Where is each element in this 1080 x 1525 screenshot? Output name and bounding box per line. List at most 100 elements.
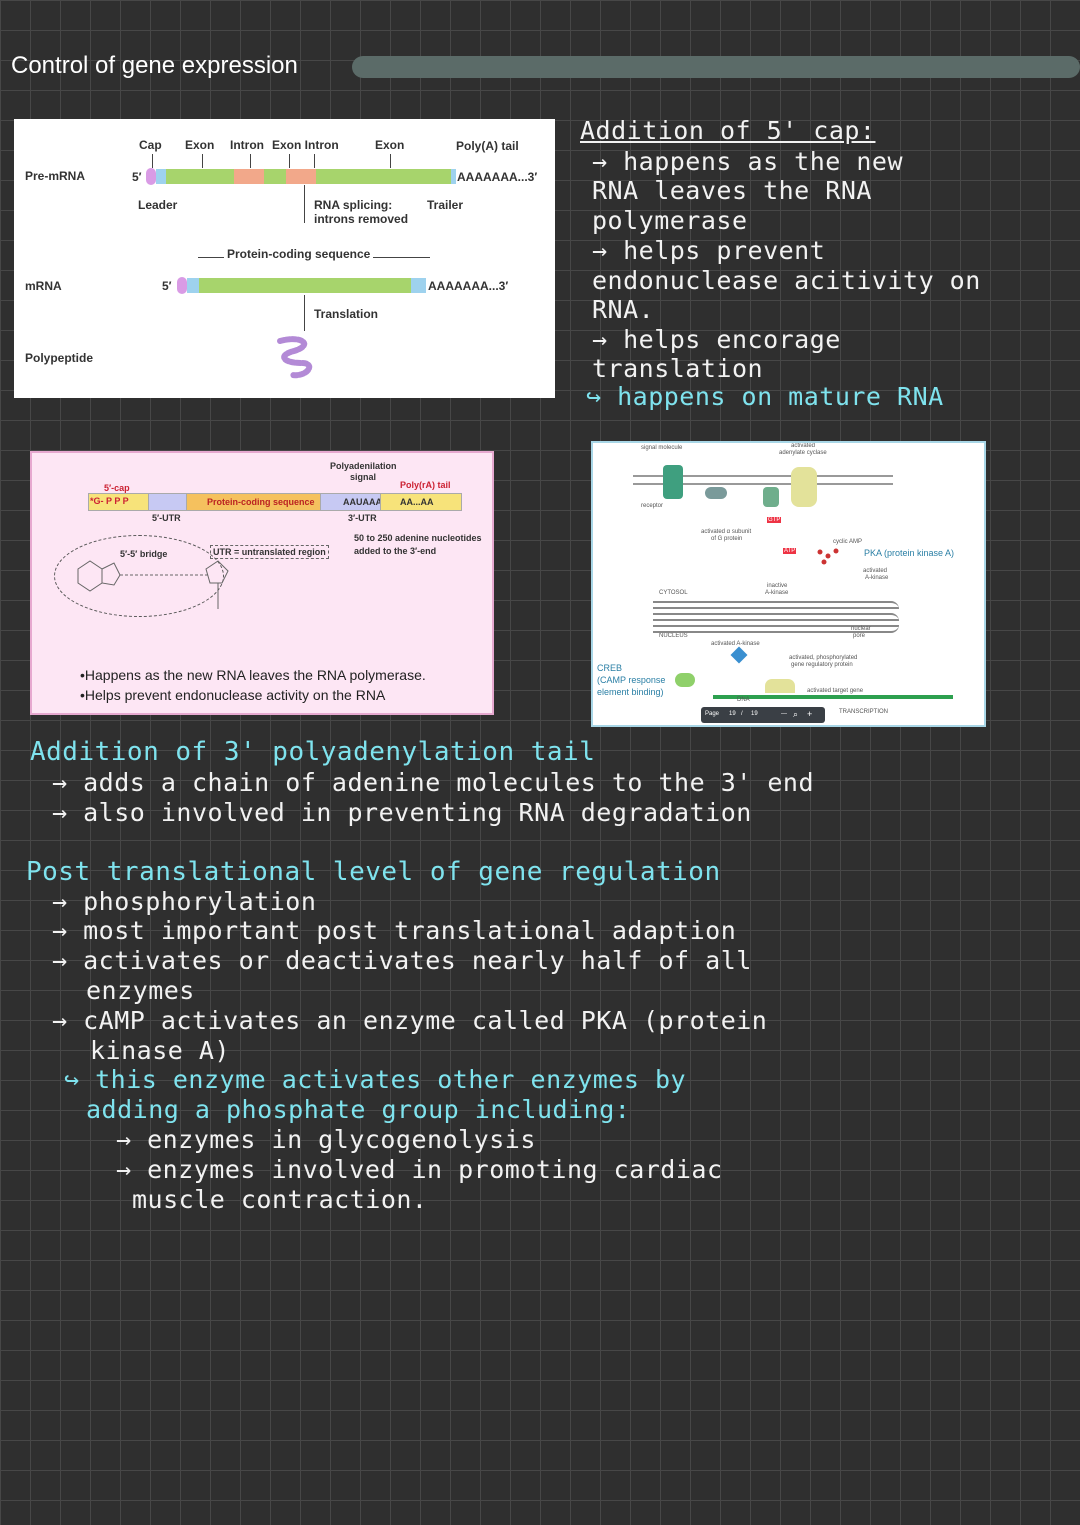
camp-dots-icon bbox=[817, 548, 839, 565]
zoom-out-button[interactable]: — bbox=[781, 711, 787, 717]
gtp-label: GTP bbox=[767, 517, 782, 523]
cap-shape bbox=[177, 277, 187, 294]
dna-strand bbox=[713, 695, 953, 699]
gppp-label: *G- P P P bbox=[90, 496, 129, 506]
row-label-mrna: mRNA bbox=[25, 279, 62, 293]
tick bbox=[390, 154, 391, 168]
cap-line: RNA leaves the RNA bbox=[592, 176, 872, 205]
exon-segment bbox=[166, 169, 234, 184]
protein-coding-label: Protein-coding sequence bbox=[207, 497, 315, 507]
phospho-protein-label: activated, phosphorylated bbox=[789, 655, 858, 661]
five-utr-label: 5′-UTR bbox=[152, 513, 181, 523]
page-label: Page bbox=[705, 711, 720, 717]
activated-cyclase-label: adenylate cyclase bbox=[779, 450, 827, 456]
activated-a-kinase-label: activated A-kinase bbox=[711, 641, 760, 647]
auuaaa-label: AAUAAA bbox=[343, 497, 382, 507]
nuclear-envelope bbox=[653, 601, 899, 609]
cap-line: translation bbox=[592, 354, 764, 383]
polya-line: → also involved in preventing RNA degrad… bbox=[52, 798, 752, 827]
nuclear-envelope bbox=[653, 613, 899, 621]
receptor-shape bbox=[663, 465, 683, 499]
polypeptide-chain-icon bbox=[277, 336, 313, 379]
tick bbox=[250, 154, 251, 168]
leader-segment bbox=[156, 169, 166, 184]
phospho-protein-label: gene regulatory protein bbox=[791, 662, 853, 668]
post-line: → cAMP activates an enzyme called PKA (p… bbox=[52, 1006, 768, 1035]
membrane-line bbox=[633, 483, 893, 485]
three-utr-label: 3′-UTR bbox=[348, 513, 377, 523]
row-label-pre-mrna: Pre-mRNA bbox=[25, 169, 86, 183]
cap-line: polymerase bbox=[592, 206, 748, 235]
gene-protein-shape bbox=[765, 679, 795, 693]
trailer-segment bbox=[451, 169, 456, 184]
activated-kinase-label: activated bbox=[863, 568, 888, 574]
atp-label: ATP bbox=[783, 548, 797, 554]
cap-bullet-1: •Happens as the new RNA leaves the RNA p… bbox=[80, 667, 426, 683]
cytosol-label: CYTOSOL bbox=[659, 590, 688, 596]
row-label-polypeptide: Polypeptide bbox=[25, 351, 94, 365]
subunit-label: of G protein bbox=[711, 536, 743, 542]
polya-tail-label: Poly(A) tail bbox=[456, 139, 519, 153]
zoom-in-button[interactable]: + bbox=[807, 709, 813, 719]
protein-coding-label: Protein-coding sequence bbox=[224, 247, 374, 261]
transcription-label: TRANSCRIPTION bbox=[839, 709, 889, 715]
trailer-label: Trailer bbox=[427, 198, 464, 212]
polya-heading: Addition of 3' polyadenylation tail bbox=[30, 737, 596, 767]
nucleotides-line2: added to the 3′-end bbox=[354, 546, 437, 556]
post-translational-heading: Post translational level of gene regulat… bbox=[26, 857, 721, 887]
translation-label: Translation bbox=[314, 307, 379, 321]
splicing-label: RNA splicing: bbox=[314, 198, 393, 212]
nuclear-pore-label: pore bbox=[853, 633, 866, 639]
dna-label: DNA bbox=[737, 697, 750, 703]
nuclear-envelope bbox=[653, 625, 899, 633]
inactive-kinase-label: A-kinase bbox=[765, 590, 789, 596]
tick bbox=[152, 154, 153, 168]
pre-mrna-processing-figure: Pre-mRNA mRNA Polypeptide Cap Exon Intro… bbox=[14, 119, 555, 398]
exon-segment bbox=[316, 169, 451, 184]
signal-label: signal bbox=[350, 472, 377, 482]
nucleus-label: NUCLEUS bbox=[659, 633, 688, 639]
page-separator: / bbox=[741, 711, 743, 717]
five-prime-label: 5′ bbox=[132, 170, 142, 184]
activated-cyclase-label: activated bbox=[791, 443, 816, 449]
inactive-kinase-label: inactive bbox=[767, 583, 788, 589]
exon-intron-label: Exon Intron bbox=[272, 138, 339, 152]
cap-shape bbox=[146, 168, 156, 185]
utr-definition: UTR = untranslated region bbox=[210, 545, 329, 559]
g-alpha-shape bbox=[763, 487, 779, 507]
intron-segment bbox=[234, 169, 264, 184]
page-number-input[interactable]: 19 bbox=[729, 711, 736, 717]
post-line: → most important post translational adap… bbox=[52, 916, 737, 945]
cap-bullet-2: •Helps prevent endonuclease activity on … bbox=[80, 687, 386, 703]
activated-kinase-label: A-kinase bbox=[865, 575, 889, 581]
splicing-arrow bbox=[304, 185, 305, 223]
aaaa-label: AA...AA bbox=[400, 497, 434, 507]
page-total: 19 bbox=[751, 711, 758, 717]
cap-structure-ellipse bbox=[54, 535, 224, 617]
polya-sequence: AAAAAAA...3′ bbox=[457, 170, 538, 184]
polya-line: → adds a chain of adenine molecules to t… bbox=[52, 768, 815, 797]
five-cap-label: 5′-cap bbox=[104, 483, 130, 493]
five-prime-cap-figure: 5′-cap *G- P P P Protein-coding sequence… bbox=[30, 451, 494, 715]
tick bbox=[202, 154, 203, 168]
polyadenylation-label: Polyadenilation bbox=[330, 461, 397, 471]
cap-line: → helps prevent bbox=[592, 236, 826, 265]
post-sub-line: muscle contraction. bbox=[132, 1185, 428, 1214]
subunit-label: activated α subunit bbox=[701, 529, 752, 535]
cyclic-amp-label: cyclic AMP bbox=[833, 539, 863, 545]
cap-chemical-structure-icon bbox=[77, 560, 229, 609]
cap-heading: Addition of 5' cap: bbox=[580, 116, 876, 145]
post-sub-line: → enzymes in glycogenolysis bbox=[116, 1125, 536, 1154]
post-line: enzymes bbox=[86, 976, 195, 1005]
zoom-icon[interactable]: ⌕ bbox=[793, 709, 799, 719]
exon2-label: Exon bbox=[375, 138, 405, 152]
membrane-line bbox=[633, 475, 893, 477]
post-sub-line: → enzymes involved in promoting cardiac bbox=[116, 1155, 723, 1184]
pdf-page-toolbar: Page 19 / 19 — ⌕ + bbox=[701, 707, 825, 723]
coding-segment bbox=[199, 278, 411, 293]
polya-sequence-mrna: AAAAAAA...3′ bbox=[428, 279, 509, 293]
cap-line: endonuclease acitivity on bbox=[592, 266, 981, 295]
cap-label: Cap bbox=[139, 138, 162, 152]
creb-label-3: element binding) bbox=[597, 687, 664, 697]
post-cyan-line: adding a phosphate group including: bbox=[86, 1095, 631, 1124]
